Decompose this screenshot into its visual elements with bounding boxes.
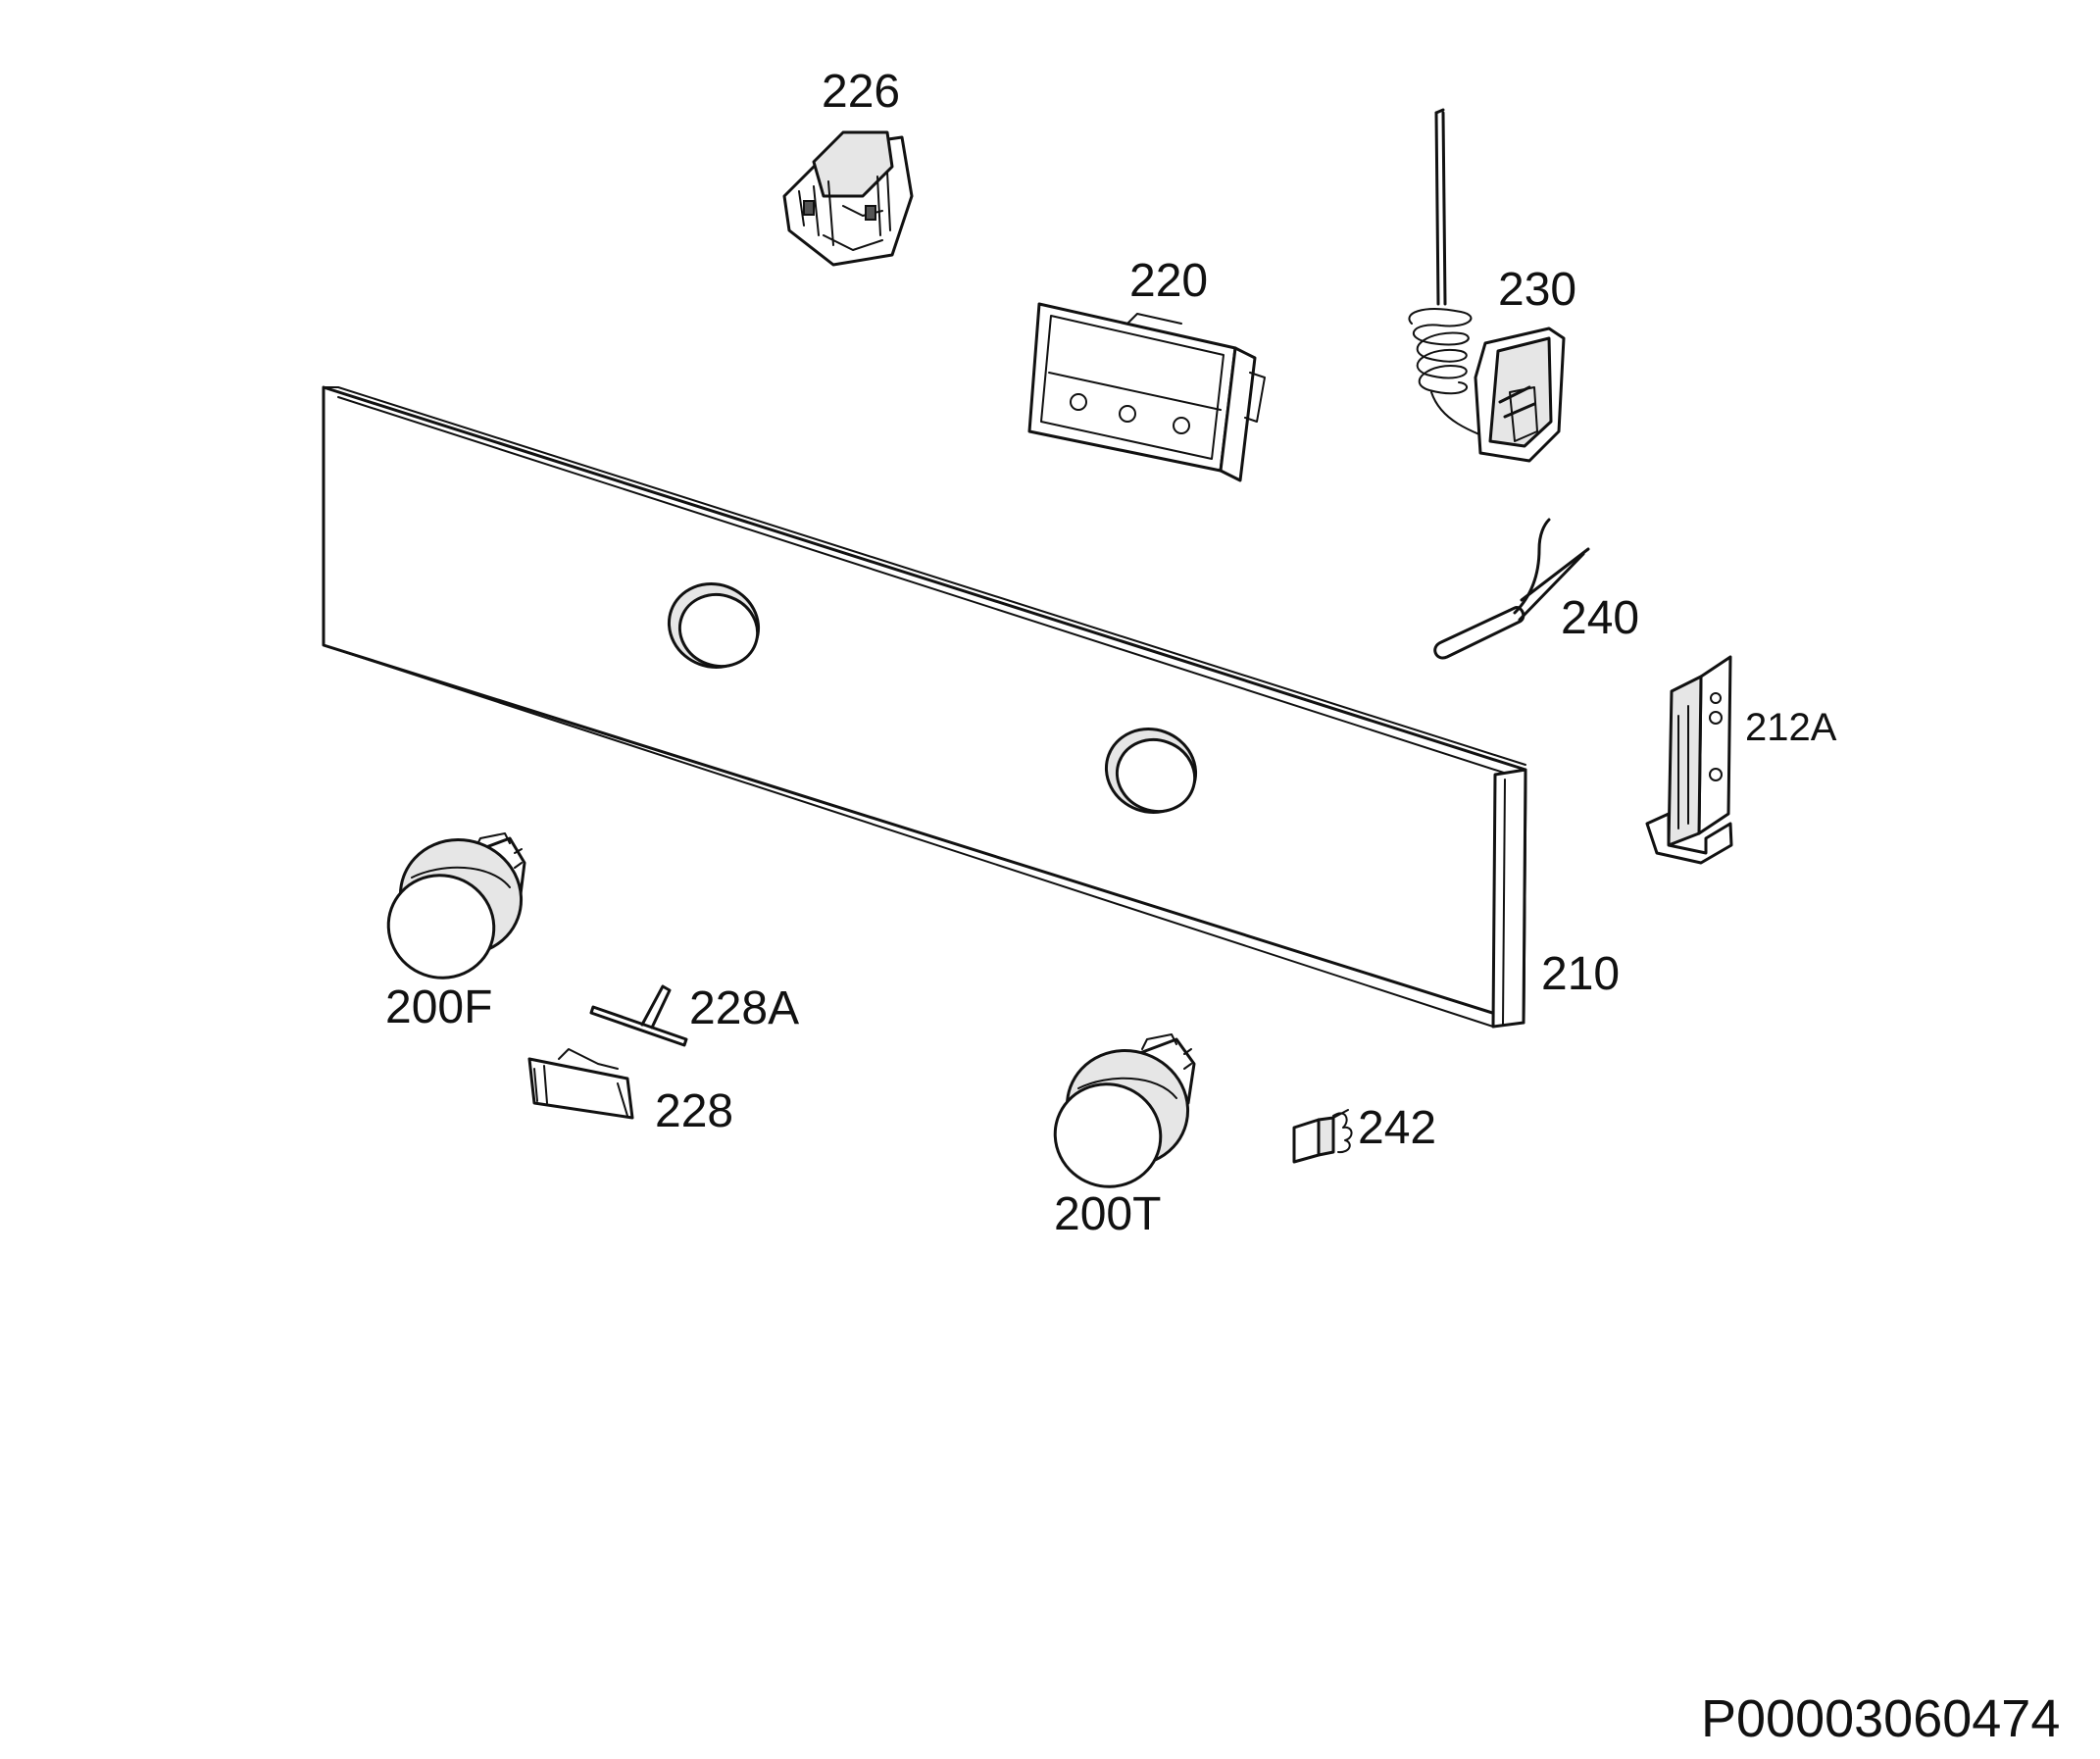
part-226-selector-switch (782, 130, 914, 267)
label-212A: 212A (1745, 706, 1837, 749)
part-210-control-panel (322, 385, 1527, 1029)
label-226: 226 (822, 66, 901, 118)
label-210: 210 (1541, 948, 1621, 1000)
part-242-clip (1292, 1109, 1353, 1164)
part-228-switch (527, 1048, 634, 1120)
label-228: 228 (655, 1085, 734, 1137)
part-200F-knob (386, 832, 526, 980)
part-212A-bracket (1645, 655, 1733, 865)
part-240-sensor (1433, 518, 1590, 660)
label-240: 240 (1561, 592, 1640, 644)
label-200T: 200T (1054, 1188, 1162, 1240)
label-228A: 228A (689, 982, 800, 1034)
part-220-frame (1027, 302, 1266, 482)
label-230: 230 (1498, 264, 1577, 316)
document-id: P00003060474 (1701, 1689, 2061, 1748)
part-228A-bar (589, 984, 688, 1047)
part-230-thermostat (1408, 108, 1566, 463)
label-242: 242 (1358, 1102, 1437, 1154)
label-200F: 200F (385, 981, 493, 1033)
label-220: 220 (1129, 255, 1209, 307)
part-200T-knob (1053, 1033, 1196, 1188)
